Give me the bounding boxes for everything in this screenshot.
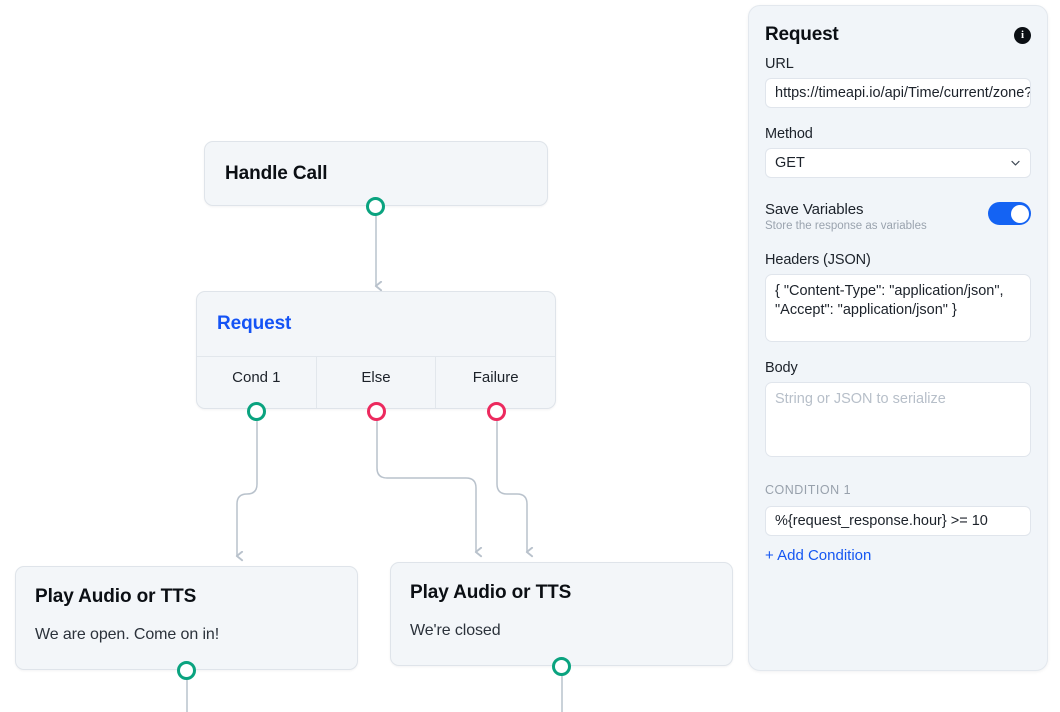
save-variables-row: Save Variables Store the response as var…: [765, 201, 1031, 232]
url-input[interactable]: https://timeapi.io/api/Time/current/zone…: [765, 78, 1031, 108]
request-properties-panel: Request i URL https://timeapi.io/api/Tim…: [748, 5, 1048, 671]
condition-1-input[interactable]: %{request_response.hour} >= 10: [765, 506, 1031, 536]
node-play-audio-right-subtitle: We're closed: [410, 622, 501, 639]
save-variables-texts: Save Variables Store the response as var…: [765, 201, 927, 232]
handle-request-cond1[interactable]: [247, 402, 266, 421]
node-play-audio-right[interactable]: Play Audio or TTS We're closed: [390, 562, 733, 666]
chevron-down-icon: [1011, 160, 1020, 166]
toggle-knob: [1010, 204, 1029, 223]
node-request-ports: Cond 1 Else Failure: [197, 356, 555, 408]
url-label: URL: [765, 56, 794, 72]
save-variables-toggle[interactable]: [988, 202, 1031, 225]
headers-textarea[interactable]: { "Content-Type": "application/json", "A…: [765, 274, 1031, 342]
node-request-header: Request: [197, 292, 555, 356]
node-request-port-cond1[interactable]: Cond 1: [232, 369, 281, 386]
handle-play-audio-right-source[interactable]: [552, 657, 571, 676]
node-request[interactable]: Request Cond 1 Else Failure: [196, 291, 556, 409]
save-variables-label: Save Variables: [765, 201, 864, 218]
add-condition-link[interactable]: + Add Condition: [765, 547, 872, 564]
body-label: Body: [765, 360, 798, 376]
node-play-audio-right-title: Play Audio or TTS: [410, 582, 572, 603]
handle-play-audio-left-source[interactable]: [177, 661, 196, 680]
handle-request-else[interactable]: [367, 402, 386, 421]
method-label: Method: [765, 126, 813, 142]
panel-header: Request i: [765, 24, 1031, 46]
panel-title: Request: [765, 24, 839, 45]
node-play-audio-left[interactable]: Play Audio or TTS We are open. Come on i…: [15, 566, 358, 670]
body-textarea[interactable]: String or JSON to serialize: [765, 382, 1031, 457]
node-play-audio-left-subtitle: We are open. Come on in!: [35, 626, 220, 643]
node-request-port-else[interactable]: Else: [315, 357, 436, 408]
node-request-title: Request: [217, 313, 292, 334]
flow-canvas[interactable]: Handle Call Request Cond 1 Else Failure …: [0, 0, 748, 712]
method-select-value: GET: [775, 155, 805, 171]
headers-label: Headers (JSON): [765, 252, 871, 268]
handle-handle-call-source[interactable]: [366, 197, 385, 216]
method-select[interactable]: GET: [765, 148, 1031, 178]
save-variables-description: Store the response as variables: [765, 220, 927, 232]
condition-section-label: CONDITION 1: [765, 483, 852, 497]
node-play-audio-left-title: Play Audio or TTS: [35, 586, 197, 607]
node-request-port-failure[interactable]: Failure: [435, 357, 555, 408]
handle-request-failure[interactable]: [487, 402, 506, 421]
info-icon[interactable]: i: [1014, 26, 1031, 44]
node-handle-call-title: Handle Call: [225, 163, 328, 184]
